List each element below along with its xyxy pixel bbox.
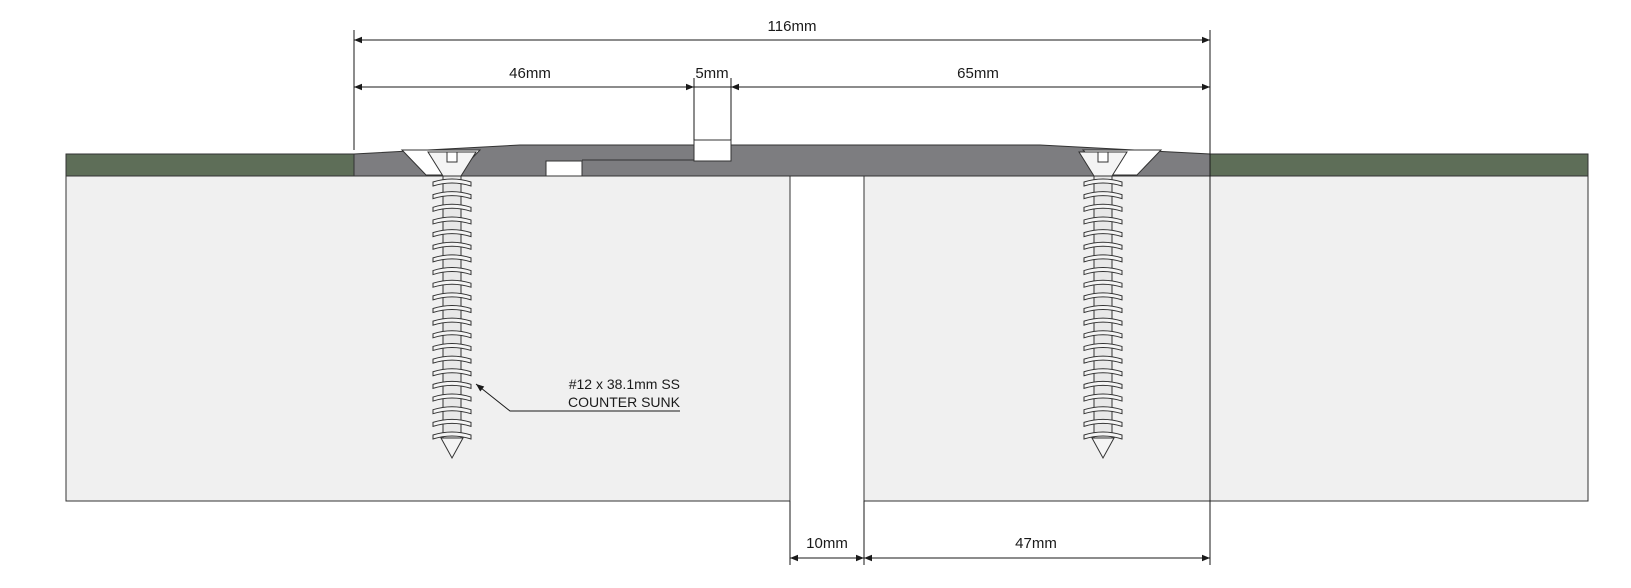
right-substrate-block <box>863 175 1589 502</box>
screw-thread <box>1083 305 1123 314</box>
screw-thread <box>432 279 472 288</box>
screw-thread <box>1083 254 1123 263</box>
right-screw <box>1078 151 1128 460</box>
dimension-slot: 5mm <box>695 65 728 82</box>
screw-thread <box>1083 368 1123 377</box>
screw-thread <box>432 241 472 250</box>
screw-thread <box>432 393 472 402</box>
left-substrate-block <box>65 175 791 502</box>
dimension-right-leg: 65mm <box>957 65 999 82</box>
screw-thread <box>432 178 472 187</box>
screw-thread <box>1083 317 1123 326</box>
screw-thread <box>1083 267 1123 276</box>
screw-thread <box>432 418 472 428</box>
profile-channel-insert <box>545 160 583 177</box>
screw-thread <box>432 380 472 390</box>
dimension-left-leg: 46mm <box>509 65 551 82</box>
screw-thread <box>1083 342 1123 352</box>
screw-thread <box>1083 229 1123 238</box>
screw-thread <box>432 229 472 238</box>
screw-thread <box>432 305 472 314</box>
screw-thread <box>432 355 472 364</box>
screw-tip <box>1091 437 1115 460</box>
screw-drive-recess <box>1097 151 1109 163</box>
callout-leader <box>475 383 680 412</box>
screw-thread <box>432 191 472 200</box>
callout-screw-spec: #12 x 38.1mm SS <box>569 376 680 392</box>
screw-thread <box>1083 330 1123 339</box>
screw-thread <box>1083 418 1123 428</box>
screw-thread <box>1083 355 1123 364</box>
screw-thread <box>432 203 472 212</box>
screw-thread <box>432 254 472 263</box>
screw-thread <box>432 330 472 339</box>
screw-thread <box>432 292 472 301</box>
screw-thread <box>432 368 472 377</box>
screw-thread <box>432 267 472 276</box>
screw-thread <box>1083 393 1123 402</box>
right-decking-surface <box>1209 153 1589 177</box>
screw-thread <box>1083 431 1123 440</box>
dimension-right-overhang: 47mm <box>1015 535 1057 552</box>
screw-thread <box>1083 178 1123 187</box>
screw-thread <box>1083 380 1123 390</box>
left-decking-surface <box>65 153 355 177</box>
screw-thread <box>1083 292 1123 301</box>
screw-thread <box>1083 406 1123 415</box>
dimension-gap: 10mm <box>806 535 848 552</box>
screw-thread <box>432 216 472 225</box>
screw-thread <box>1083 241 1123 250</box>
screw-thread <box>1083 191 1123 200</box>
screw-drive-recess <box>446 151 458 163</box>
transition-profile <box>353 144 1211 177</box>
screw-thread <box>1083 279 1123 288</box>
left-screw <box>427 151 477 460</box>
screw-thread <box>1083 216 1123 225</box>
dimension-overall: 116mm <box>768 18 817 35</box>
callout-screw-type: COUNTER SUNK <box>568 394 681 410</box>
screw-tip <box>440 437 464 460</box>
screw-thread <box>432 431 472 440</box>
screw-thread <box>432 317 472 326</box>
screw-thread <box>432 406 472 415</box>
profile-slot <box>693 139 732 162</box>
screw-thread <box>1083 203 1123 212</box>
screw-thread <box>432 342 472 352</box>
